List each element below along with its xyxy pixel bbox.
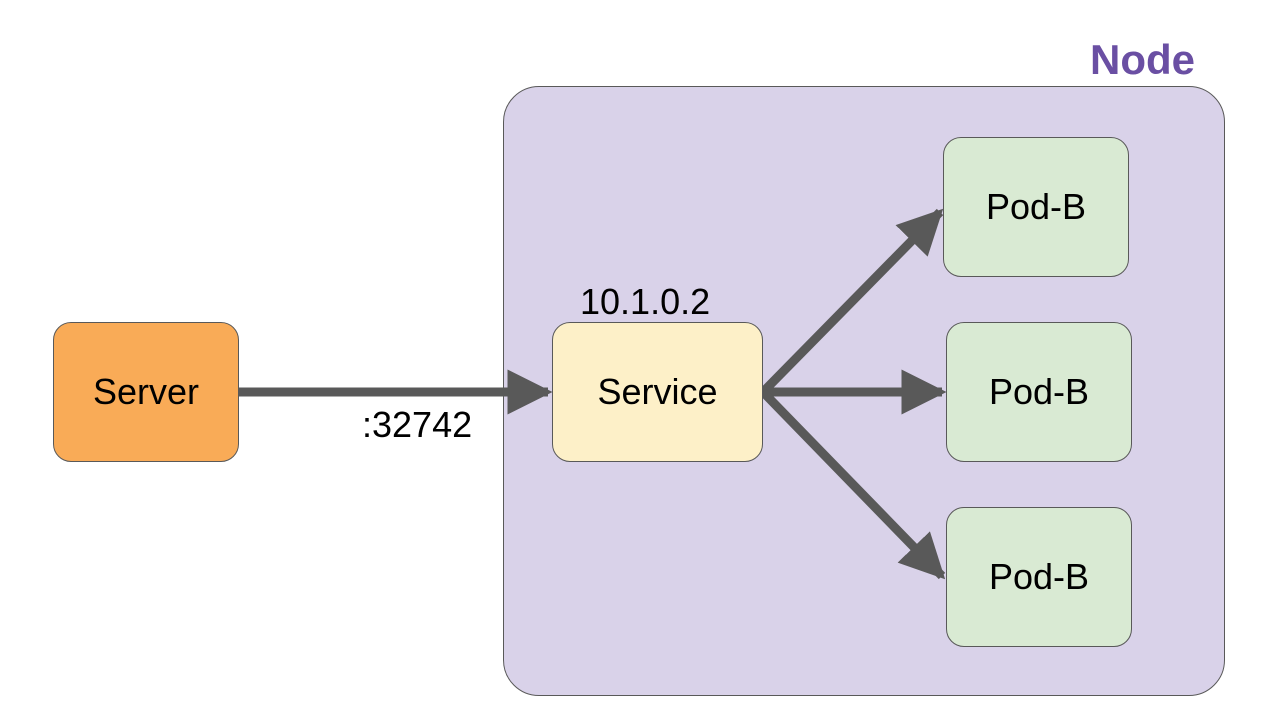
pod-box: Pod-B — [943, 137, 1129, 277]
pod-box: Pod-B — [946, 322, 1132, 462]
node-title: Node — [1090, 36, 1195, 83]
service-ip-label: 10.1.0.2 — [580, 281, 711, 322]
service-box: Service — [552, 322, 763, 462]
pod-label: Pod-B — [988, 371, 1090, 412]
port-label: :32742 — [362, 404, 473, 445]
server-box: Server — [53, 322, 239, 462]
pod-label: Pod-B — [988, 556, 1090, 597]
service-label: Service — [597, 371, 718, 412]
server-label: Server — [92, 371, 200, 412]
pod-box: Pod-B — [946, 507, 1132, 647]
pod-label: Pod-B — [985, 186, 1087, 227]
